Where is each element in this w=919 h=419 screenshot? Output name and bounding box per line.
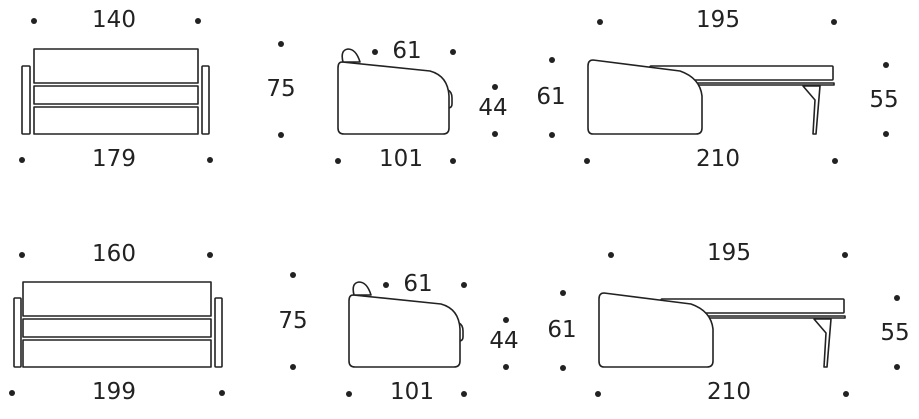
dimension-dot (843, 391, 849, 397)
sofa-body (598, 292, 714, 368)
dimension-dot (383, 282, 389, 288)
front-view-1: 140 179 (19, 7, 213, 172)
dimension-dot (207, 252, 213, 258)
dimension-dot (278, 132, 284, 138)
dimension-dot (219, 390, 225, 396)
dimension-dot (549, 57, 555, 63)
dimension-dot (831, 19, 837, 25)
dimension-dot (31, 18, 37, 24)
seat-height-label: 44 (489, 328, 518, 354)
total-depth-label: 101 (379, 146, 423, 172)
seat-height-label: 44 (478, 95, 507, 121)
bed-leg (813, 318, 832, 368)
total-depth-label: 101 (390, 379, 434, 405)
bed-height-label: 55 (880, 320, 909, 346)
base (33, 106, 199, 135)
dimension-dot (832, 158, 838, 164)
dimension-dot (335, 158, 341, 164)
dimension-dot (560, 290, 566, 296)
dimension-dot (450, 158, 456, 164)
height-label: 75 (266, 76, 295, 102)
left-armrest (21, 65, 31, 135)
dimension-dot (278, 41, 284, 47)
dimension-dot (290, 272, 296, 278)
dimension-dot (549, 132, 555, 138)
dimension-dot (346, 391, 352, 397)
dimension-dot (894, 364, 900, 370)
bed-leg (802, 85, 821, 135)
dimension-dot (503, 364, 509, 370)
dimension-dot (207, 157, 213, 163)
seat-cushion (33, 85, 199, 105)
dimension-dot (461, 391, 467, 397)
side-bed-row-1: 61 101 44 195 210 61 55 (335, 7, 899, 172)
sofa-body (337, 61, 450, 135)
total-width-label: 179 (92, 146, 136, 172)
dimension-dot (195, 18, 201, 24)
dimension-dot (290, 364, 296, 370)
backrest (33, 48, 199, 84)
seat-width-label: 160 (92, 241, 136, 267)
seat-depth-label: 61 (403, 271, 432, 297)
bed-rail (689, 82, 835, 86)
sofa-body (587, 59, 703, 135)
dimension-dot (883, 131, 889, 137)
bed-view: 195 210 61 55 (536, 7, 898, 172)
seat-cushion (22, 318, 212, 338)
total-width-label: 199 (92, 379, 136, 405)
front-view-2: 160 199 (9, 241, 225, 405)
dimension-dot (883, 62, 889, 68)
dimension-dot (9, 390, 15, 396)
dimension-dot (608, 252, 614, 258)
dimension-dot (19, 157, 25, 163)
left-armrest (13, 297, 22, 368)
height-dimension-2: 75 (278, 272, 308, 370)
seat-width-label: 140 (92, 7, 136, 33)
bed-rail (700, 315, 846, 319)
bed-height-label: 55 (869, 87, 898, 113)
back-height-label: 61 (547, 317, 576, 343)
total-length-label: 210 (696, 146, 740, 172)
back-height-label: 61 (536, 84, 565, 110)
seat-depth-label: 61 (392, 38, 421, 64)
dimension-dot (595, 391, 601, 397)
sofa-body (348, 294, 461, 368)
right-armrest (201, 65, 210, 135)
side-view: 61 101 44 (335, 38, 508, 172)
dimension-dot (503, 317, 509, 323)
dimension-dot (584, 158, 590, 164)
dimension-dot (894, 295, 900, 301)
side-view: 61 101 44 (346, 271, 519, 405)
base (22, 339, 212, 368)
bed-view: 195 210 61 55 (547, 240, 909, 405)
dimension-dot (560, 365, 566, 371)
side-bed-row-2: 61 101 44 195 210 61 55 (346, 240, 910, 405)
total-length-label: 210 (707, 379, 751, 405)
headrest (352, 281, 372, 296)
dimension-dot (461, 282, 467, 288)
dimension-dot (372, 49, 378, 55)
height-label: 75 (278, 308, 307, 334)
mattress-length-label: 195 (696, 7, 740, 33)
dimension-dot (492, 84, 498, 90)
height-dimension-1: 75 (266, 41, 296, 138)
headrest (341, 48, 361, 63)
dimension-dot (492, 131, 498, 137)
dimension-dot (19, 252, 25, 258)
backrest (22, 281, 212, 317)
dimension-dot (842, 252, 848, 258)
right-armrest (214, 297, 223, 368)
mattress-length-label: 195 (707, 240, 751, 266)
dimension-dot (450, 49, 456, 55)
dimension-dot (597, 19, 603, 25)
